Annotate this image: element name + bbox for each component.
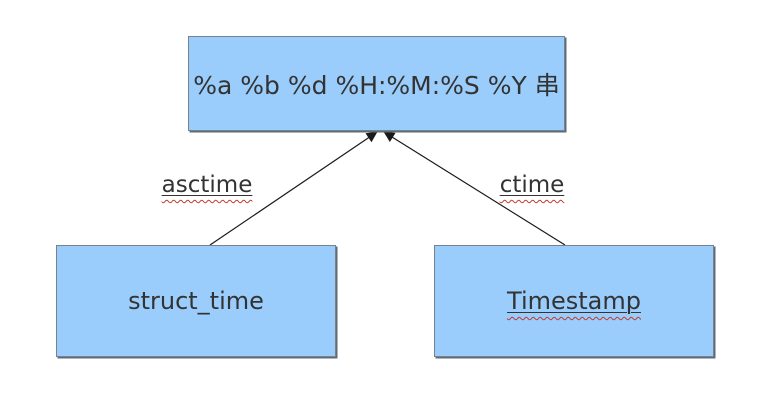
edge-label-ctime-text: ctime	[499, 172, 565, 198]
node-struct-time-label: struct_time	[128, 287, 264, 315]
edge-label-asctime: asctime	[162, 172, 253, 198]
edge-label-ctime: ctime	[500, 172, 565, 198]
node-timestamp-label: Timestamp	[507, 287, 641, 315]
node-timestamp: Timestamp	[434, 245, 714, 357]
node-format-string: %a %b %d %H:%M:%S %Y 串	[188, 36, 565, 131]
node-struct-time: struct_time	[56, 245, 336, 357]
edge-label-asctime-text: asctime	[161, 172, 253, 198]
node-format-string-label: %a %b %d %H:%M:%S %Y 串	[193, 70, 560, 100]
